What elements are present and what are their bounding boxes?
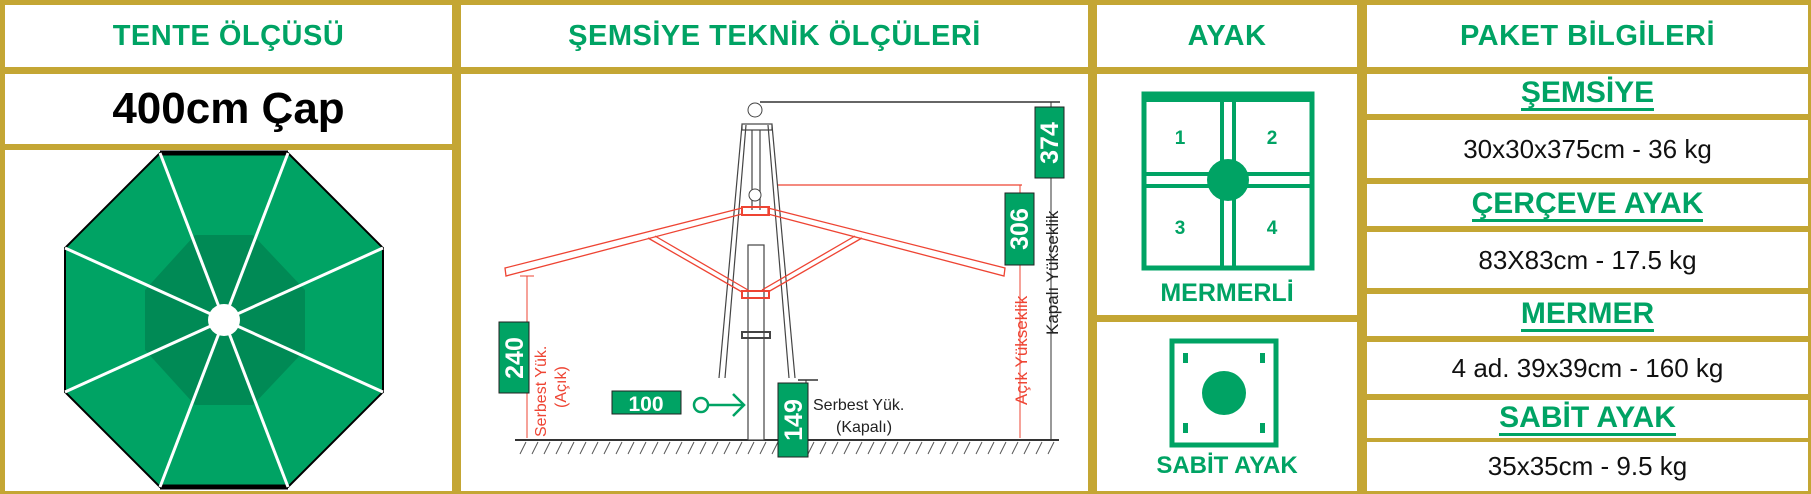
- hatch-mark: [891, 441, 899, 455]
- hatch-mark: [675, 441, 683, 455]
- clearance-open-label: Serbest Yük.: [533, 346, 550, 437]
- hatch-mark: [915, 441, 923, 455]
- pole-offset-value: 100: [628, 393, 663, 416]
- hatch-mark: [615, 441, 623, 455]
- hatch-mark: [1011, 441, 1019, 455]
- umbrella-dimension-diagram: 374 306 240 100 149 Serbest Yük: [498, 101, 1065, 458]
- hatch-mark: [975, 441, 983, 455]
- hatch-mark: [543, 441, 551, 455]
- clearance-closed-badge: 149: [777, 382, 809, 458]
- header-base: AYAK: [1097, 5, 1357, 67]
- hatch-mark: [987, 441, 995, 455]
- package-frame-title: ÇERÇEVE AYAK: [1367, 184, 1808, 226]
- arrow-right-icon: [692, 393, 746, 417]
- hatch-mark: [603, 441, 611, 455]
- clearance-open-badge: 240: [498, 321, 530, 394]
- top-finial: [747, 102, 763, 118]
- header-package: PAKET BİLGİLERİ: [1367, 5, 1808, 67]
- marble-base-label: MERMERLİ: [1160, 279, 1294, 307]
- closed-height-value: 374: [1036, 122, 1064, 164]
- header-canopy-size: TENTE ÖLÇÜSÜ: [5, 5, 452, 67]
- base-marble: 1 2 3 4 MERMERLİ: [1097, 74, 1357, 315]
- hatch-mark: [591, 441, 599, 455]
- octagon-canopy-icon: [64, 150, 384, 490]
- slot-4: 4: [1267, 218, 1278, 239]
- pole-offset-badge: 100: [611, 390, 682, 416]
- hatch-mark: [879, 441, 887, 455]
- hatch-mark: [963, 441, 971, 455]
- hatch-mark: [663, 441, 671, 455]
- hatch-mark: [927, 441, 935, 455]
- open-canopy-ribs: [504, 206, 1006, 299]
- hatch-mark: [579, 441, 587, 455]
- hatch-mark: [831, 441, 839, 455]
- hatch-mark: [855, 441, 863, 455]
- hatch-mark: [771, 441, 779, 455]
- hatch-mark: [687, 441, 695, 455]
- hatch-mark: [759, 441, 767, 455]
- hatch-mark: [1047, 441, 1055, 455]
- package-umbrella-value: 30x30x375cm - 36 kg: [1367, 120, 1808, 178]
- hatch-mark: [867, 441, 875, 455]
- open-height-label: Açık Yükseklik: [1012, 295, 1031, 405]
- hatch-mark: [639, 441, 647, 455]
- pole: [747, 244, 765, 441]
- closed-ribs: [718, 123, 796, 379]
- hatch-mark: [1035, 441, 1043, 455]
- package-title: ÇERÇEVE AYAK: [1471, 188, 1704, 223]
- package-fixed-title: SABİT AYAK: [1367, 400, 1808, 438]
- hatch-mark: [819, 441, 827, 455]
- package-umbrella-title: ŞEMSİYE: [1367, 74, 1808, 114]
- package-title: ŞEMSİYE: [1520, 77, 1655, 112]
- fixed-base-icon: [1169, 338, 1279, 448]
- hatch-mark: [1023, 441, 1031, 455]
- open-height-value: 306: [1006, 208, 1034, 250]
- fixed-base-label: SABİT AYAK: [1156, 452, 1298, 479]
- clearance-closed-label-2: (Kapalı): [836, 419, 892, 436]
- clearance-closed-value: 149: [780, 399, 808, 441]
- hatch-mark: [807, 441, 815, 455]
- marble-base-icon: 1 2 3 4: [1141, 91, 1315, 271]
- package-fixed-value: 35x35cm - 9.5 kg: [1367, 442, 1808, 491]
- hatch-mark: [711, 441, 719, 455]
- canopy-size-label: 400cm Çap: [5, 74, 452, 144]
- hatch-mark: [999, 441, 1007, 455]
- hatch-mark: [567, 441, 575, 455]
- slot-1: 1: [1175, 128, 1186, 149]
- base-fixed: SABİT AYAK: [1097, 322, 1357, 491]
- slot-3: 3: [1175, 218, 1186, 239]
- closed-height-badge: 374: [1034, 106, 1065, 179]
- hatch-mark: [939, 441, 947, 455]
- canopy-top-view: [5, 150, 452, 491]
- hatch-mark: [843, 441, 851, 455]
- hatch-mark: [699, 441, 707, 455]
- hatch-mark: [735, 441, 743, 455]
- package-title: MERMER: [1520, 298, 1655, 333]
- package-marble-title: MERMER: [1367, 294, 1808, 336]
- hatch-mark: [903, 441, 911, 455]
- slot-2: 2: [1267, 128, 1278, 149]
- clearance-closed-label: Serbest Yük.: [813, 397, 904, 414]
- clearance-open-value: 240: [501, 337, 529, 379]
- hatch-mark: [627, 441, 635, 455]
- package-frame-value: 83X83cm - 17.5 kg: [1367, 232, 1808, 288]
- hatch-mark: [723, 441, 731, 455]
- hatch-mark: [555, 441, 563, 455]
- hatch-mark: [651, 441, 659, 455]
- package-marble-value: 4 ad. 39x39cm - 160 kg: [1367, 342, 1808, 394]
- header-technical: ŞEMSİYE TEKNİK ÖLÇÜLERİ: [461, 5, 1088, 67]
- package-title: SABİT AYAK: [1499, 402, 1676, 437]
- hatch-mark: [747, 441, 755, 455]
- clearance-open-label-2: (Açık): [553, 366, 570, 408]
- open-height-badge: 306: [1004, 192, 1035, 266]
- hatch-mark: [531, 441, 539, 455]
- hatch-mark: [951, 441, 959, 455]
- technical-diagram: 374 306 240 100 149 Serbest Yük: [461, 74, 1088, 491]
- closed-height-label: Kapalı Yükseklik: [1043, 210, 1062, 335]
- hatch-mark: [519, 441, 527, 455]
